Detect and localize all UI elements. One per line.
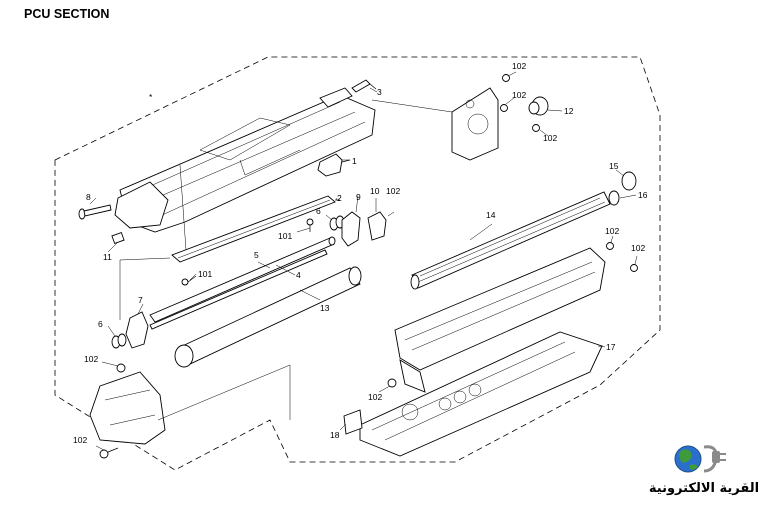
pin-part-8 <box>78 204 112 220</box>
section-title: PCU SECTION <box>24 7 110 21</box>
globe-plug-icon <box>674 445 726 473</box>
leader-line <box>539 129 549 137</box>
shaft-part-4 <box>149 249 328 330</box>
leader-line <box>505 97 515 105</box>
screw-part-101b <box>181 275 197 286</box>
screw-part-102-left-a <box>116 363 126 373</box>
asterisk-marker: * <box>149 92 153 102</box>
callout-9: 9 <box>356 192 361 202</box>
leader-line <box>469 223 493 241</box>
leader-line <box>369 87 378 93</box>
callout-101: 101 <box>278 231 292 241</box>
leader-line <box>137 303 144 315</box>
watermark-logo: القرية الالكترونية <box>648 437 760 501</box>
development-unit-casing <box>394 247 606 393</box>
callout-102: 102 <box>73 435 87 445</box>
screw-part-101a <box>306 218 314 232</box>
callout-11: 11 <box>103 252 112 262</box>
leader-line <box>387 211 395 217</box>
screw-part-102-right-b <box>630 264 638 272</box>
leader-line <box>101 361 119 367</box>
leader-line <box>157 364 291 421</box>
leader-line <box>610 235 614 243</box>
auger-part-14 <box>410 191 611 290</box>
leader-line <box>119 257 171 320</box>
leader-line <box>325 214 333 221</box>
leader-line <box>547 109 563 112</box>
callout-12: 12 <box>564 106 574 116</box>
screw-part-102-gear-a <box>502 74 510 82</box>
callout-102: 102 <box>543 133 557 143</box>
callout-5: 5 <box>254 250 259 260</box>
gear-part-15 <box>621 171 637 191</box>
callout-3: 3 <box>377 87 382 97</box>
leader-line <box>275 264 296 276</box>
cleaning-blade-part-2 <box>171 195 340 263</box>
bracket-part-1 <box>317 153 351 177</box>
callout-17: 17 <box>606 342 616 352</box>
callout-102: 102 <box>631 243 645 253</box>
leader-line <box>378 385 391 393</box>
callout-102: 102 <box>386 186 400 196</box>
screw-part-102-gear-c <box>532 124 540 132</box>
bracket-part-10 <box>367 211 387 241</box>
callout-18: 18 <box>330 430 340 440</box>
callout-15: 15 <box>609 161 619 171</box>
leader-line <box>339 423 347 431</box>
callout-102: 102 <box>512 90 526 100</box>
callout-8: 8 <box>86 192 91 202</box>
leader-line <box>507 71 517 77</box>
leader-line <box>355 195 359 213</box>
assembly-boundary-dashed <box>54 56 661 471</box>
leader-line <box>615 169 625 177</box>
leader-line <box>296 227 311 233</box>
callout-2: 2 <box>337 193 342 203</box>
callout-102: 102 <box>84 354 98 364</box>
callout-10: 10 <box>370 186 380 196</box>
callout-13: 13 <box>320 303 330 313</box>
callout-6: 6 <box>316 206 321 216</box>
development-roller-part-13 <box>174 266 362 368</box>
leader-line <box>597 345 606 348</box>
leader-line <box>89 197 97 205</box>
screw-part-102-gear-b <box>500 104 508 112</box>
leader-line <box>634 255 638 265</box>
callout-7: 7 <box>138 295 143 305</box>
block-part-11 <box>111 231 125 245</box>
screw-part-3 <box>351 79 377 93</box>
callout-102: 102 <box>368 392 382 402</box>
leader-line <box>107 241 119 253</box>
callout-1: 1 <box>352 156 357 166</box>
leader-line <box>335 197 338 201</box>
callout-16: 16 <box>638 190 648 200</box>
callout-102: 102 <box>512 61 526 71</box>
leader-line <box>619 194 637 199</box>
gear-part-16 <box>608 190 620 206</box>
leader-line <box>107 325 116 337</box>
callout-4: 4 <box>296 270 301 280</box>
side-cover-left <box>89 371 166 445</box>
callout-14: 14 <box>486 210 496 220</box>
screw-part-102-right-a <box>606 242 614 250</box>
leader-line <box>299 289 321 301</box>
screw-part-102-lower <box>387 378 397 388</box>
leader-line <box>257 261 271 269</box>
bracket-part-9 <box>341 211 361 247</box>
gear-part-12 <box>528 96 549 116</box>
bracket-part-7 <box>125 311 149 349</box>
leader-line <box>371 99 453 113</box>
lower-casing-part-17 <box>359 331 603 457</box>
leader-line <box>189 273 197 281</box>
callout-6: 6 <box>98 319 103 329</box>
callout-101: 101 <box>198 269 212 279</box>
seal-part-18 <box>343 409 363 435</box>
watermark-text: القرية الالكترونية <box>648 481 760 496</box>
gear-plate-part <box>451 87 499 161</box>
leader-line <box>95 445 105 451</box>
callout-102: 102 <box>605 226 619 236</box>
bushing-part-6-left <box>111 333 127 349</box>
roller-part-5 <box>149 236 336 323</box>
